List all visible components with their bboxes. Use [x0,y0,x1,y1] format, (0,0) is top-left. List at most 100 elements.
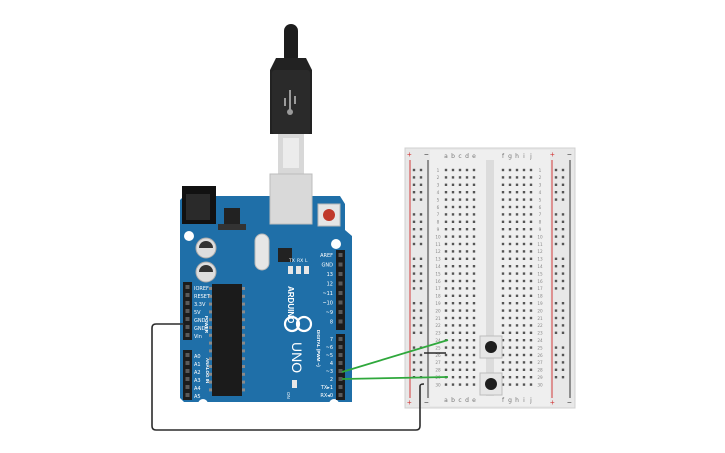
breadboard-hole[interactable] [458,339,462,342]
rail-hole[interactable] [412,191,416,194]
breadboard-hole[interactable] [522,198,526,201]
rail-hole[interactable] [554,220,558,223]
breadboard-hole[interactable] [472,272,476,275]
breadboard-hole[interactable] [451,302,455,305]
breadboard-hole[interactable] [472,220,476,223]
breadboard-hole[interactable] [501,324,505,327]
breadboard-hole[interactable] [522,316,526,320]
breadboard-hole[interactable] [472,353,476,357]
rail-hole[interactable] [412,183,416,186]
breadboard-hole[interactable] [515,213,519,216]
rail-hole[interactable] [412,198,416,201]
rail-hole[interactable] [561,183,565,186]
breadboard-hole[interactable] [501,168,505,172]
breadboard-hole[interactable] [472,279,476,283]
breadboard-hole[interactable] [465,302,469,305]
breadboard-hole[interactable] [515,205,519,209]
rail-hole[interactable] [412,228,416,231]
breadboard-hole[interactable] [444,205,448,209]
breadboard-hole[interactable] [501,213,505,216]
breadboard-hole[interactable] [501,339,505,342]
breadboard-hole[interactable] [465,361,469,364]
rail-hole[interactable] [554,346,558,349]
breadboard-hole[interactable] [522,368,526,371]
breadboard-hole[interactable] [451,309,455,312]
rail-hole[interactable] [554,235,558,238]
breadboard-hole[interactable] [529,272,533,275]
header-pin-hole[interactable] [185,325,190,329]
rail-hole[interactable] [554,279,558,283]
breadboard-hole[interactable] [458,376,462,379]
breadboard-hole[interactable] [515,279,519,283]
rail-hole[interactable] [554,353,558,357]
rail-hole[interactable] [561,361,565,364]
breadboard-hole[interactable] [522,183,526,186]
breadboard-hole[interactable] [522,383,526,386]
breadboard-hole[interactable] [508,346,512,349]
breadboard-hole[interactable] [501,272,505,275]
breadboard-hole[interactable] [472,376,476,379]
breadboard-hole[interactable] [472,250,476,253]
rail-hole[interactable] [412,279,416,283]
breadboard-hole[interactable] [465,265,469,268]
header-pin-hole[interactable] [338,353,343,357]
header-pin-hole[interactable] [185,309,190,313]
rail-hole[interactable] [419,265,423,268]
header-pin-hole[interactable] [338,310,343,314]
breadboard-hole[interactable] [515,265,519,268]
breadboard-hole[interactable] [465,257,469,260]
breadboard-hole[interactable] [522,176,526,179]
breadboard-hole[interactable] [508,376,512,379]
breadboard-hole[interactable] [444,213,448,216]
breadboard-hole[interactable] [451,287,455,290]
rail-hole[interactable] [419,279,423,283]
breadboard-hole[interactable] [508,250,512,253]
rail-hole[interactable] [561,265,565,268]
rail-hole[interactable] [554,168,558,172]
rail-hole[interactable] [561,302,565,305]
breadboard-hole[interactable] [458,213,462,216]
header-pin-hole[interactable] [338,361,343,365]
rail-hole[interactable] [419,272,423,275]
rail-hole[interactable] [412,287,416,290]
rail-hole[interactable] [419,213,423,216]
breadboard-hole[interactable] [515,191,519,194]
breadboard-hole[interactable] [508,191,512,194]
breadboard-hole[interactable] [458,168,462,172]
breadboard-hole[interactable] [472,176,476,179]
breadboard-hole[interactable] [458,205,462,209]
rail-hole[interactable] [554,287,558,290]
breadboard-hole[interactable] [501,279,505,283]
breadboard-hole[interactable] [444,220,448,223]
rail-hole[interactable] [412,361,416,364]
rail-hole[interactable] [561,198,565,201]
rail-hole[interactable] [554,376,558,379]
breadboard-hole[interactable] [472,331,476,334]
rail-hole[interactable] [561,220,565,223]
rail-hole[interactable] [419,287,423,290]
rail-hole[interactable] [412,272,416,275]
breadboard-hole[interactable] [472,294,476,297]
breadboard-hole[interactable] [444,168,448,172]
header-pin-hole[interactable] [185,353,190,357]
breadboard-hole[interactable] [529,353,533,357]
breadboard-hole[interactable] [529,339,533,342]
breadboard-hole[interactable] [508,383,512,386]
breadboard-hole[interactable] [508,272,512,275]
breadboard-hole[interactable] [501,316,505,320]
breadboard-hole[interactable] [465,376,469,379]
rail-hole[interactable] [561,242,565,246]
breadboard-hole[interactable] [515,376,519,379]
usb-cable[interactable] [270,24,312,174]
rail-hole[interactable] [412,220,416,223]
breadboard-hole[interactable] [508,331,512,334]
breadboard-hole[interactable] [508,316,512,320]
breadboard-hole[interactable] [451,242,455,246]
breadboard-hole[interactable] [458,346,462,349]
rail-hole[interactable] [419,331,423,334]
breadboard-hole[interactable] [529,183,533,186]
breadboard-hole[interactable] [501,205,505,209]
breadboard-hole[interactable] [465,235,469,238]
breadboard-hole[interactable] [515,228,519,231]
breadboard-hole[interactable] [458,324,462,327]
